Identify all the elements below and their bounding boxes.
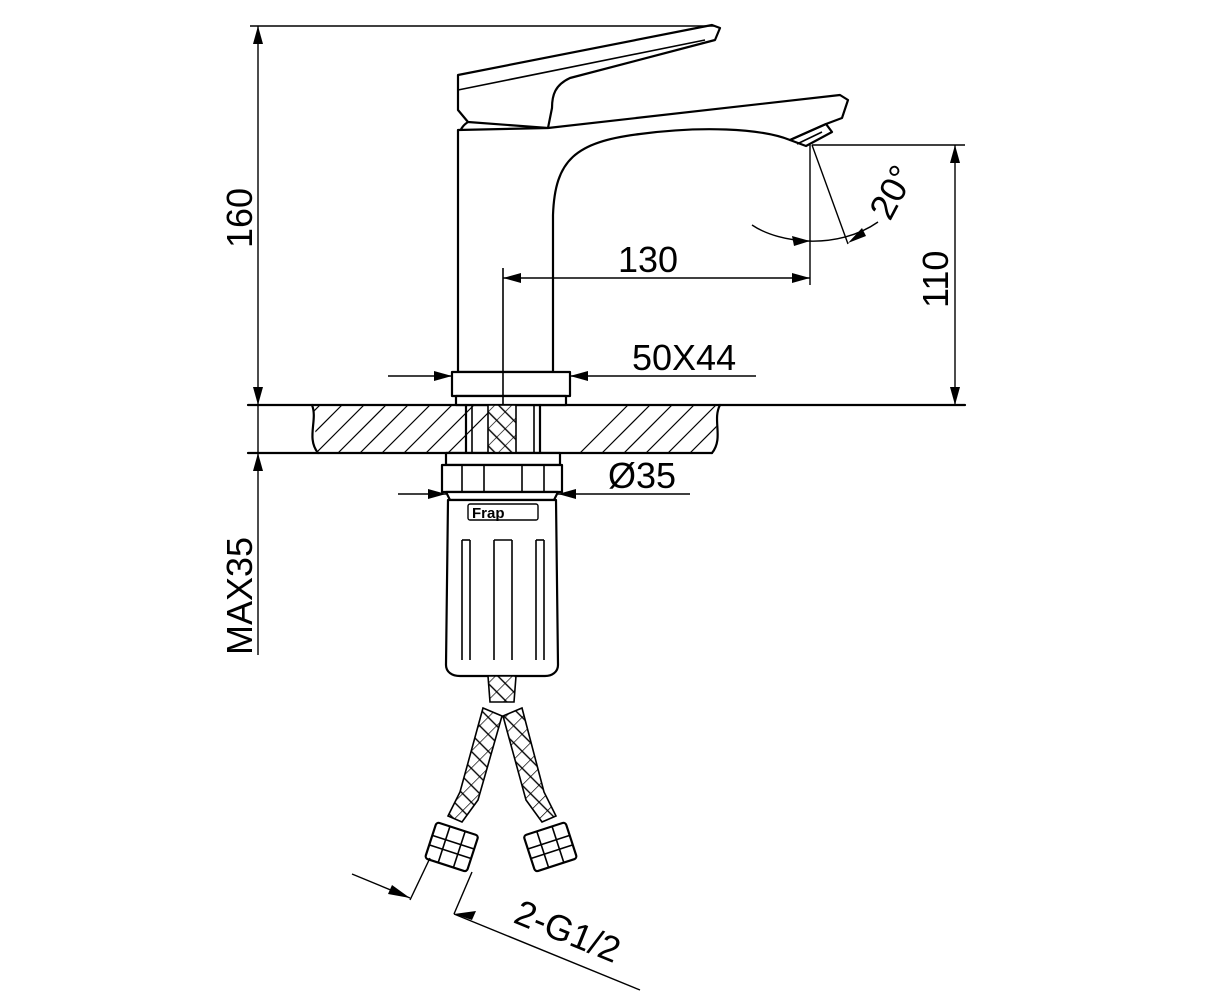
hatch-line bbox=[403, 405, 453, 453]
dimension-base-size: 50X44 bbox=[388, 337, 756, 381]
dimension-hole-diameter: Ø35 bbox=[398, 455, 690, 499]
hatch-line bbox=[381, 405, 431, 453]
label-130: 130 bbox=[618, 239, 678, 280]
label-thread: 2-G1/2 bbox=[509, 891, 626, 970]
hatch-line bbox=[667, 405, 717, 453]
hatch-line bbox=[579, 405, 629, 453]
hatch-line bbox=[337, 405, 387, 453]
hatch-line bbox=[250, 405, 298, 453]
label-max: MAX35 bbox=[219, 537, 260, 655]
brand-logo: Frap bbox=[472, 505, 505, 522]
hatch-line bbox=[711, 405, 720, 453]
dimension-hose-thread: 2-G1/2 bbox=[351, 857, 641, 991]
hatch-line bbox=[734, 405, 782, 453]
hatch-line bbox=[778, 405, 826, 453]
label-160: 160 bbox=[219, 188, 260, 248]
dimension-total-height: 160 bbox=[219, 25, 715, 405]
label-base: 50X44 bbox=[632, 337, 736, 378]
label-angle: 20° bbox=[861, 158, 923, 225]
countertop-section bbox=[246, 403, 967, 455]
dimension-spout-reach: 130 bbox=[503, 145, 811, 285]
flexible-hoses bbox=[424, 675, 578, 873]
hatch-line bbox=[359, 405, 409, 453]
label-hole: Ø35 bbox=[608, 455, 676, 496]
hatch-line bbox=[756, 405, 804, 453]
dimension-max-thickness: MAX35 bbox=[219, 405, 320, 655]
mounting-stud bbox=[464, 403, 542, 455]
hatch-line bbox=[645, 405, 695, 453]
hatch-line bbox=[312, 405, 343, 453]
hatch-line bbox=[623, 405, 673, 453]
dimension-spout-height: 110 bbox=[812, 144, 965, 405]
label-110: 110 bbox=[915, 251, 956, 308]
dimension-spray-angle: 20° bbox=[751, 144, 923, 246]
hatch-line bbox=[315, 405, 365, 453]
hatch-line bbox=[689, 405, 720, 453]
fixing-nut: Frap bbox=[440, 451, 564, 678]
hatch-line bbox=[601, 405, 651, 453]
